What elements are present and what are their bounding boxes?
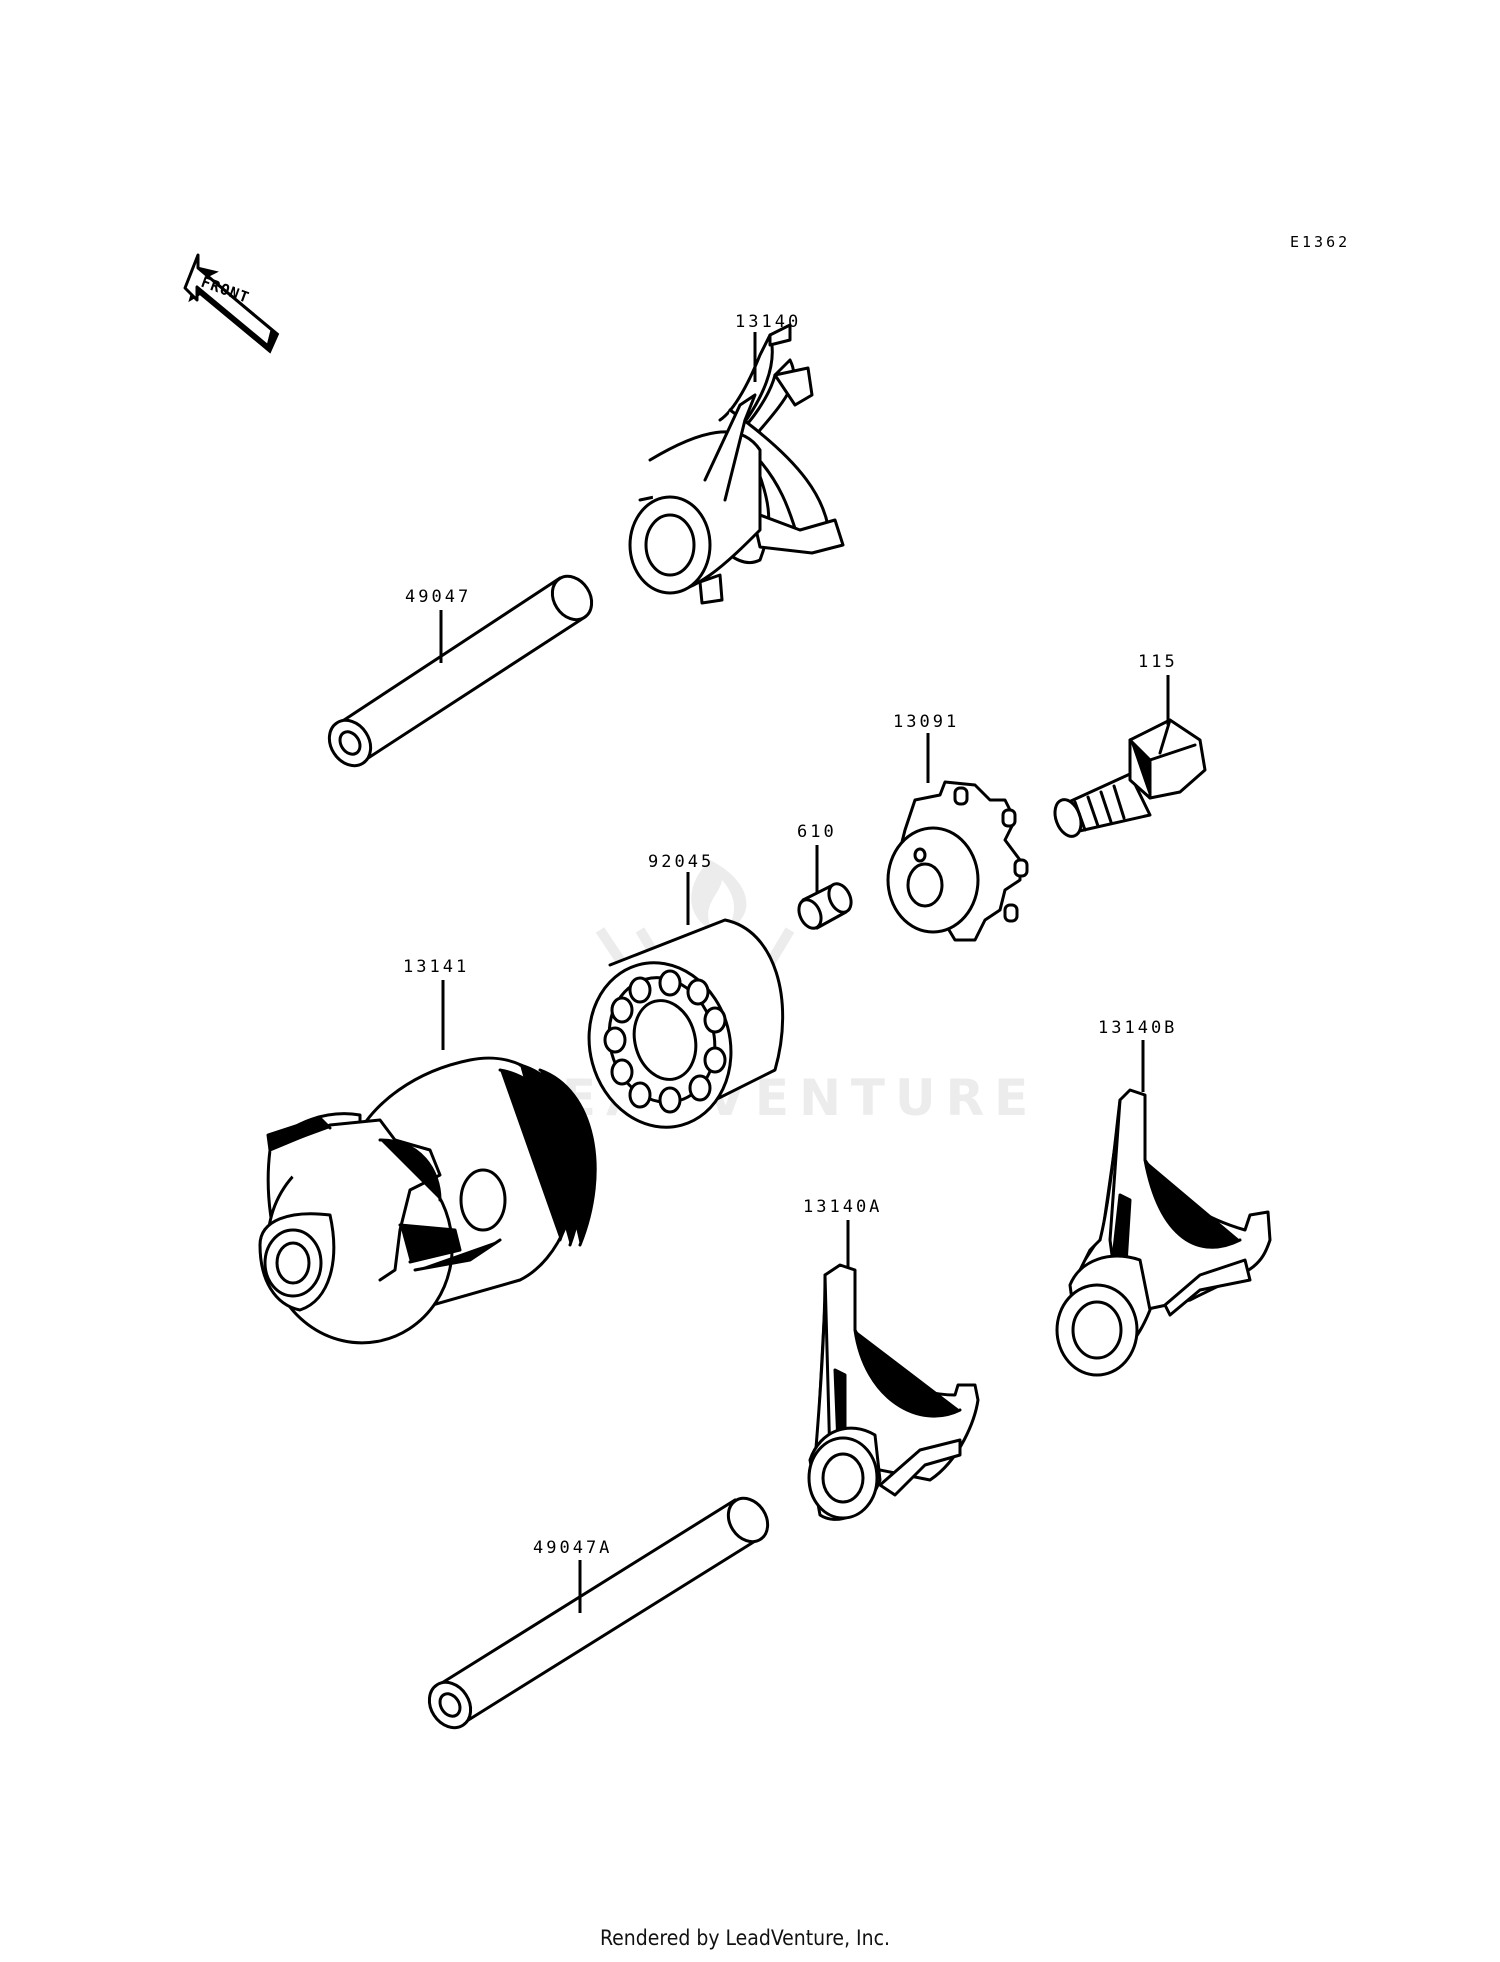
diagram-code: E1362	[1290, 233, 1350, 251]
shift-drum-13141[interactable]	[252, 1056, 597, 1357]
footer-credit: Rendered by LeadVenture, Inc.	[600, 1926, 890, 1950]
label-115: 115	[1138, 652, 1178, 672]
label-13091: 13091	[893, 712, 959, 732]
front-arrow-icon: FRONT	[183, 253, 280, 354]
label-13140B: 13140B	[1098, 1018, 1177, 1038]
label-92045: 92045	[648, 852, 714, 872]
label-13141: 13141	[403, 957, 469, 977]
label-13140A: 13140A	[803, 1197, 882, 1217]
shift-rod-49047A[interactable]	[421, 1491, 776, 1736]
bolt-115[interactable]	[1050, 718, 1207, 840]
label-610: 610	[797, 822, 837, 842]
shift-fork-13140A[interactable]	[807, 1263, 980, 1521]
label-49047A: 49047A	[533, 1538, 612, 1558]
shift-fork-13140B[interactable]	[1055, 1088, 1272, 1377]
shift-fork-13140[interactable]	[628, 323, 845, 605]
shift-rod-49047[interactable]	[321, 569, 600, 774]
label-13140: 13140	[735, 312, 801, 332]
pin-610[interactable]	[795, 880, 856, 932]
label-49047: 49047	[405, 587, 471, 607]
shift-drum-cam-13091[interactable]	[886, 780, 1029, 942]
ball-bearing-92045[interactable]	[571, 918, 785, 1143]
